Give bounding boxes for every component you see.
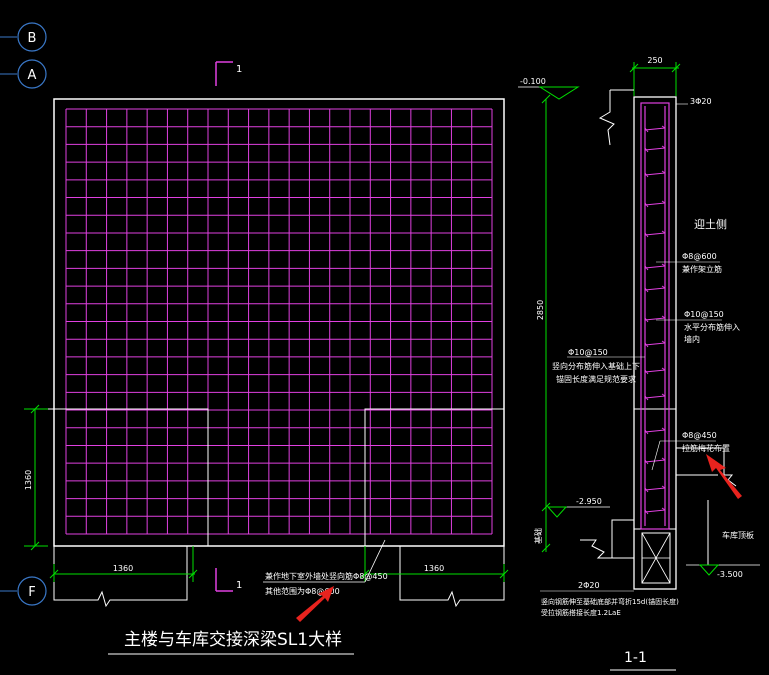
plan-note: 兼作地下室外墙处竖向筋Φ8@450 其他范围为Φ8@600 [263,539,388,596]
bottom-note-2: 受拉钢筋搭接长度1.2LaE [541,608,621,617]
foundation-left [53,546,188,608]
dim-section-height-text: 2850 [536,300,545,320]
dim-section-width: 250 [629,56,681,96]
section-tie [644,263,666,271]
foundation-small-label: 基础 [533,528,543,544]
dim-section-height: 2850 基础 [533,94,551,553]
elev-top-text: -0.100 [520,77,546,86]
elev-bottom-text: -3.500 [717,570,743,579]
bottom-bars-note: 2Φ20 竖向钢筋伸至基础底部并弯折15d(锚固长度) 受拉钢筋搭接长度1.2L… [540,581,679,617]
section-tie [644,457,666,465]
callout-4: Φ8@450 拉筋梅花布置 [651,431,730,471]
elev-mid: -2.950 [546,497,610,518]
dim-left: 1360 [49,546,198,582]
dim-left-text: 1360 [113,564,133,573]
section-tie [644,427,666,435]
plan-outline [53,98,505,547]
plan-note-line2: 其他范围为Φ8@600 [265,586,340,596]
callout-1: Φ8@600 兼作架立筋 [656,252,722,274]
section-mark-bottom-label: 1 [236,580,242,591]
elev-bottom: -3.500 [686,564,760,579]
axis-bubble-a: A [0,59,47,89]
callout-2-b: 水平分布筋伸入 [684,322,740,332]
plan-title: 主楼与车库交接深梁SL1大样 [124,630,342,650]
axis-bubble-f: F [0,576,47,606]
break-line-top [598,89,634,146]
break-line-bottom [580,519,634,559]
section-tie [644,145,666,153]
arrow-section [706,454,742,499]
callout-1-a: Φ8@600 [682,252,717,261]
arrow-plan [296,586,334,622]
section-tie [644,285,666,293]
elev-top: -0.100 [518,77,580,100]
callout-4-b: 拉筋梅花布置 [682,443,730,453]
dim-right: 1360 [360,546,509,582]
dim-height-text: 1360 [24,470,33,490]
axis-label-a: A [28,68,37,83]
dim-section-width-text: 250 [647,56,662,65]
axis-bubble-b: B [0,22,47,52]
callout-2: Φ10@150 水平分布筋伸入 墙内 [656,310,740,344]
callout-2-c: 墙内 [684,334,700,344]
plan-note-line1: 兼作地下室外墙处竖向筋Φ8@450 [265,571,388,581]
reinforcement-mesh [65,108,493,535]
callout-3-a: Φ10@150 [568,348,608,357]
top-bars-label: 3Φ20 [690,97,712,106]
section-tie [644,170,666,178]
opening-outline-left [38,408,209,546]
section-mark-top: 1 [215,61,242,86]
section-tie [644,340,666,348]
elev-mid-text: -2.950 [576,497,602,506]
opening-outline-right [364,408,504,546]
section-tie [644,125,666,133]
section-mark-top-label: 1 [236,64,242,75]
section-tie [644,507,666,515]
dim-right-text: 1360 [424,564,444,573]
section-mark-bottom: 1 [215,568,242,592]
callout-3-c: 锚固长度满足规范要求 [556,374,636,384]
section-tie [644,485,666,493]
section-tie [644,393,666,401]
axis-label-f: F [28,585,35,600]
section-tie [644,315,666,323]
section-rebar [640,102,670,530]
section-tie [644,200,666,208]
callout-3: Φ10@150 竖向分布筋伸入基础上下 锚固长度满足规范要求 [552,348,645,384]
garage-slab-stub [676,447,737,487]
callout-4-a: Φ8@450 [682,431,717,440]
section-ties [644,125,666,515]
axis-label-b: B [28,31,37,46]
callout-1-b: 兼作架立筋 [682,264,722,274]
section-title: 1-1 [624,650,647,666]
garage-slab-label: 车库顶板 [722,530,754,540]
foundation-right [399,546,505,608]
section-void [641,532,671,584]
dim-height: 1360 [24,404,48,551]
section-wall [633,96,677,590]
callout-2-a: Φ10@150 [684,310,724,319]
bottom-bars-label: 2Φ20 [578,581,600,590]
section-tie [644,230,666,238]
soil-side-label: 迎土侧 [694,218,727,231]
section-tie [644,367,666,375]
bottom-note-1: 竖向钢筋伸至基础底部并弯折15d(锚固长度) [541,597,679,606]
callout-3-b: 竖向分布筋伸入基础上下 [552,361,640,371]
